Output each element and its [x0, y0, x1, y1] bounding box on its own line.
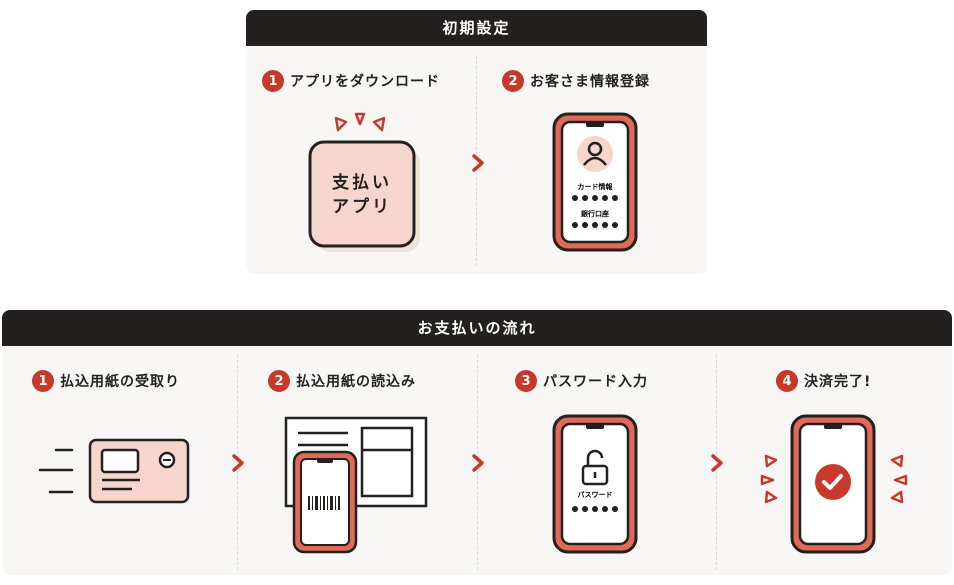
chevron-right-icon [472, 454, 484, 472]
step-label: 決済完了! [804, 374, 872, 390]
sparkle-icon [334, 112, 386, 132]
payment-complete-illustration [760, 414, 908, 554]
app-icon-line1: 支払い [332, 172, 392, 193]
flow-divider-3 [716, 355, 717, 570]
check-circle-icon [815, 464, 851, 500]
step-number: 3 [515, 370, 537, 392]
chevron-right-icon [472, 154, 484, 172]
phone-password: パスワード [552, 414, 638, 554]
flow-divider-1 [237, 355, 238, 570]
chevron-right-icon [232, 454, 244, 472]
step-label: 払込用紙の受取り [60, 374, 180, 390]
step-number: 1 [262, 70, 284, 92]
app-icon: 支払い アプリ [308, 112, 420, 252]
setup-step-2: 2 お客さま情報登録 [502, 70, 650, 92]
chevron-right-icon [711, 454, 723, 472]
step-number: 1 [32, 370, 54, 392]
setup-divider [476, 56, 477, 266]
bank-account-dots [572, 222, 618, 228]
setup-step-1: 1 アプリをダウンロード [262, 70, 440, 92]
speed-lines-icon [38, 448, 74, 494]
step-label: 払込用紙の読込み [296, 374, 416, 390]
app-icon-line2: アプリ [332, 196, 392, 217]
step-label: アプリをダウンロード [290, 74, 440, 90]
step-number: 4 [776, 370, 798, 392]
flow-title: お支払いの流れ [2, 310, 952, 346]
setup-title: 初期設定 [246, 10, 707, 46]
flow-step-3: 3 パスワード入力 [515, 370, 648, 392]
flow-step-2: 2 払込用紙の読込み [268, 370, 416, 392]
scan-slip-illustration [284, 416, 428, 554]
phone-registration: カード情報 銀行口座 [552, 112, 638, 252]
password-label: パスワード [578, 490, 613, 499]
flow-step-4: 4 決済完了! [776, 370, 871, 392]
flow-divider-2 [477, 355, 478, 570]
password-dots [572, 506, 618, 512]
card-info-label: カード情報 [578, 182, 614, 191]
step-label: お客さま情報登録 [530, 74, 650, 90]
barcode-icon [308, 496, 340, 510]
bank-account-label: 銀行口座 [581, 209, 609, 218]
step-label: パスワード入力 [543, 374, 648, 390]
sparkle-icon [760, 454, 908, 504]
step-number: 2 [268, 370, 290, 392]
payment-slip-illustration [38, 438, 190, 504]
user-icon [577, 136, 613, 172]
card-info-dots [572, 195, 618, 201]
unlock-icon [581, 449, 609, 486]
flow-step-1: 1 払込用紙の受取り [32, 370, 180, 392]
step-number: 2 [502, 70, 524, 92]
